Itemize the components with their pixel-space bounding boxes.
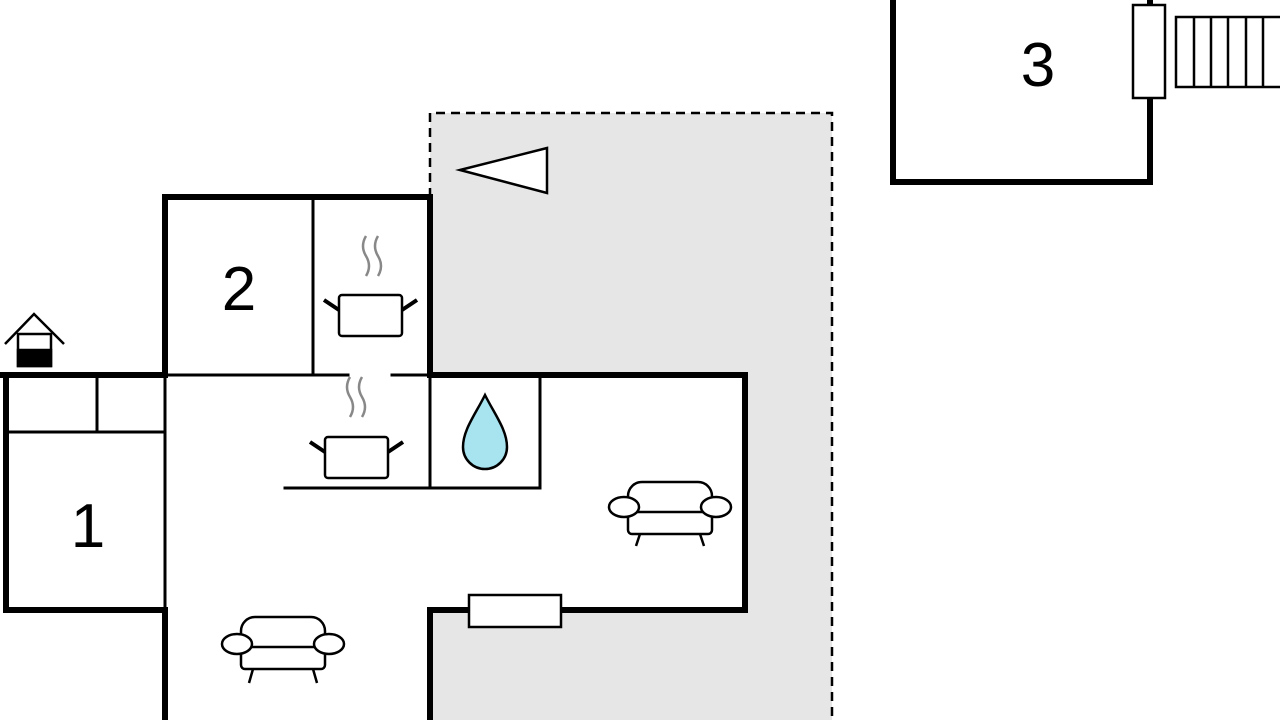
water-drop-icon <box>461 392 509 471</box>
room-2-label: 2 <box>222 255 256 324</box>
room-3-label: 3 <box>1021 31 1055 100</box>
cooking-pot-icon <box>322 235 419 338</box>
walls <box>0 0 1153 720</box>
cooking-pot-icon <box>308 376 405 480</box>
stairs-icon <box>1174 15 1280 89</box>
direction-arrow-icon <box>455 146 549 195</box>
sofa-icon <box>607 480 733 547</box>
door <box>1131 3 1167 100</box>
well-icon <box>4 312 65 368</box>
room-1-label: 1 <box>71 492 105 561</box>
window <box>467 593 563 629</box>
sofa-icon <box>220 615 346 684</box>
